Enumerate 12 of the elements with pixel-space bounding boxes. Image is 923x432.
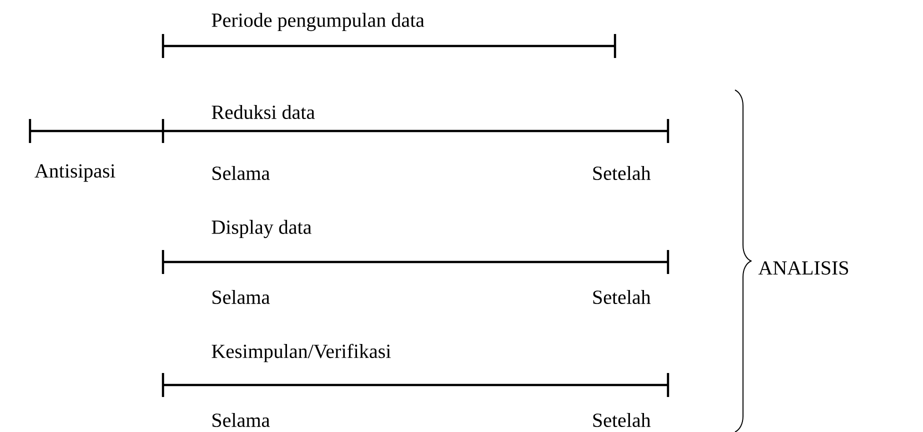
text-label: Antisipasi: [34, 164, 116, 182]
text-label: Periode pengumpulan data: [212, 12, 424, 32]
text-label: Selama: [212, 290, 270, 304]
text-label: Selama: [212, 166, 270, 180]
text-label: Display data: [212, 220, 312, 238]
text-label: ANALISIS: [758, 261, 848, 275]
text-label: Selama: [212, 412, 270, 428]
text-label: Setelah: [593, 412, 651, 428]
text-label: Reduksi data: [212, 104, 315, 120]
text-label: Setelah: [593, 290, 651, 304]
text-label: Kesimpulan/Verifikasi: [212, 344, 391, 362]
text-label: Setelah: [593, 166, 651, 180]
